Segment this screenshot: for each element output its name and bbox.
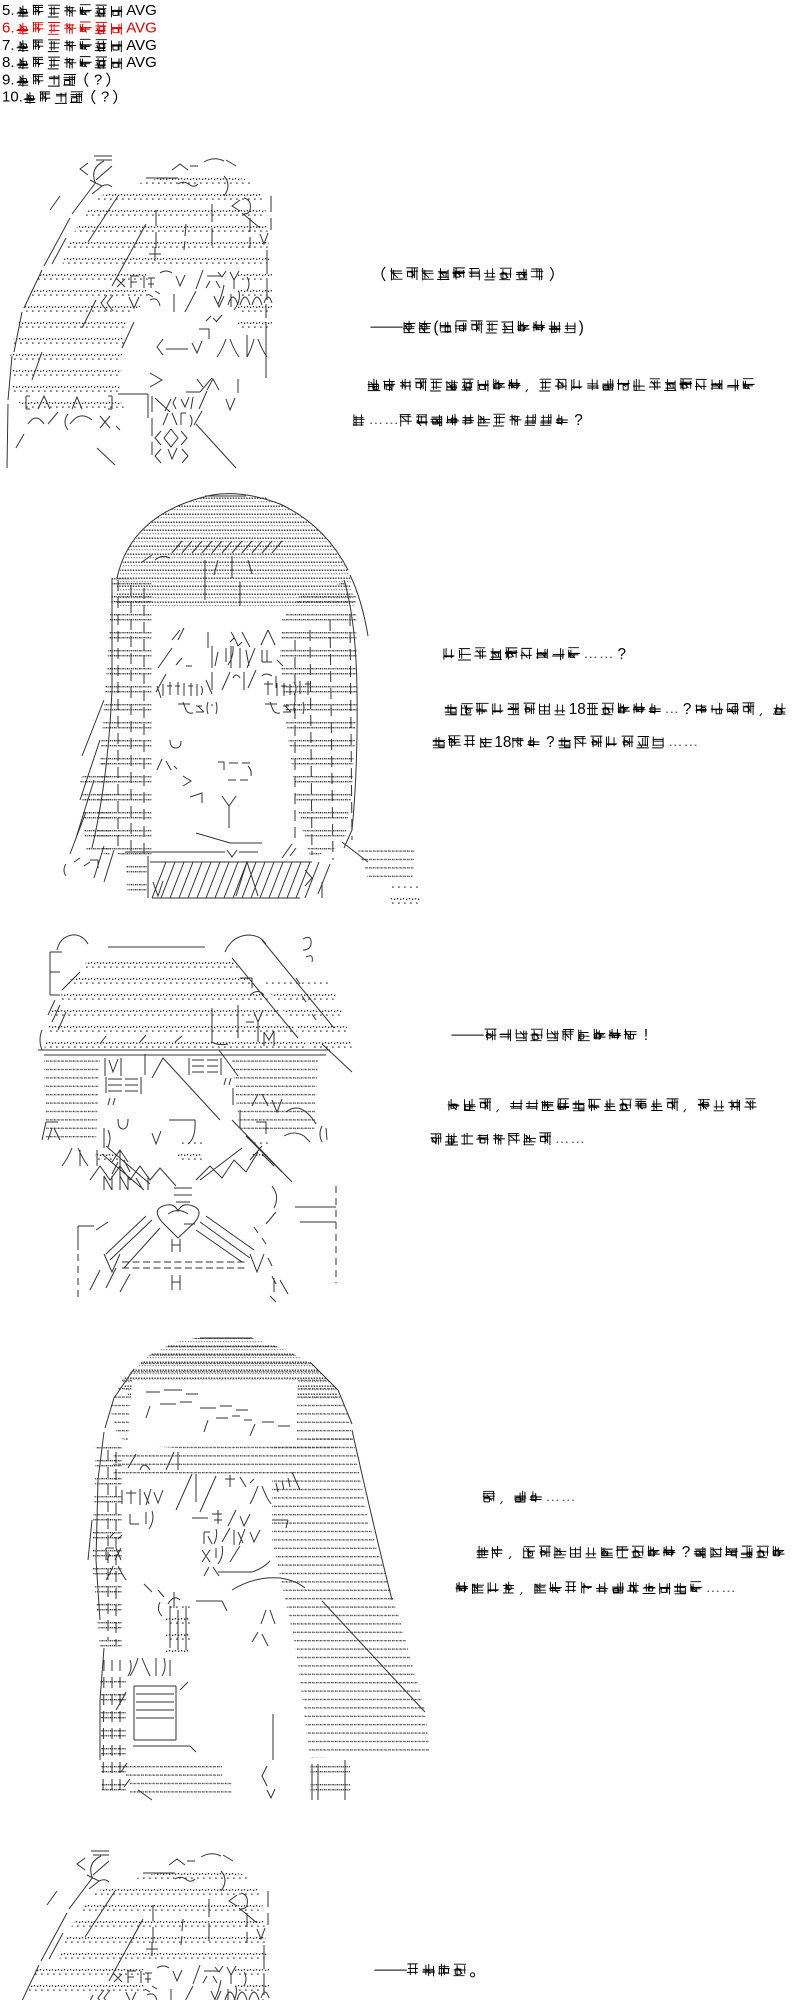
svg-text:AVG: AVG — [126, 20, 157, 37]
svg-text:18: 18 — [494, 734, 511, 751]
svg-text:AVG: AVG — [126, 37, 157, 54]
svg-text:AVG: AVG — [126, 2, 157, 19]
svg-text:?: ? — [682, 1544, 691, 1561]
svg-text:6.: 6. — [2, 20, 15, 37]
svg-text:18: 18 — [569, 701, 586, 718]
svg-text:?: ? — [683, 701, 692, 718]
svg-text:8.: 8. — [2, 54, 15, 71]
svg-text:?: ? — [618, 646, 627, 663]
svg-text:): ) — [579, 319, 584, 336]
svg-text:!: ! — [644, 1027, 648, 1044]
svg-text:10.: 10. — [2, 89, 23, 106]
svg-text:(: ( — [433, 319, 438, 336]
svg-text:5.: 5. — [2, 2, 15, 19]
svg-text:9.: 9. — [2, 71, 15, 88]
svg-text:?: ? — [546, 734, 555, 751]
svg-text:7.: 7. — [2, 37, 15, 54]
svg-text:?: ? — [101, 89, 109, 106]
svg-text:?: ? — [574, 412, 583, 429]
svg-text:AVG: AVG — [126, 54, 157, 71]
svg-text:?: ? — [94, 71, 102, 88]
